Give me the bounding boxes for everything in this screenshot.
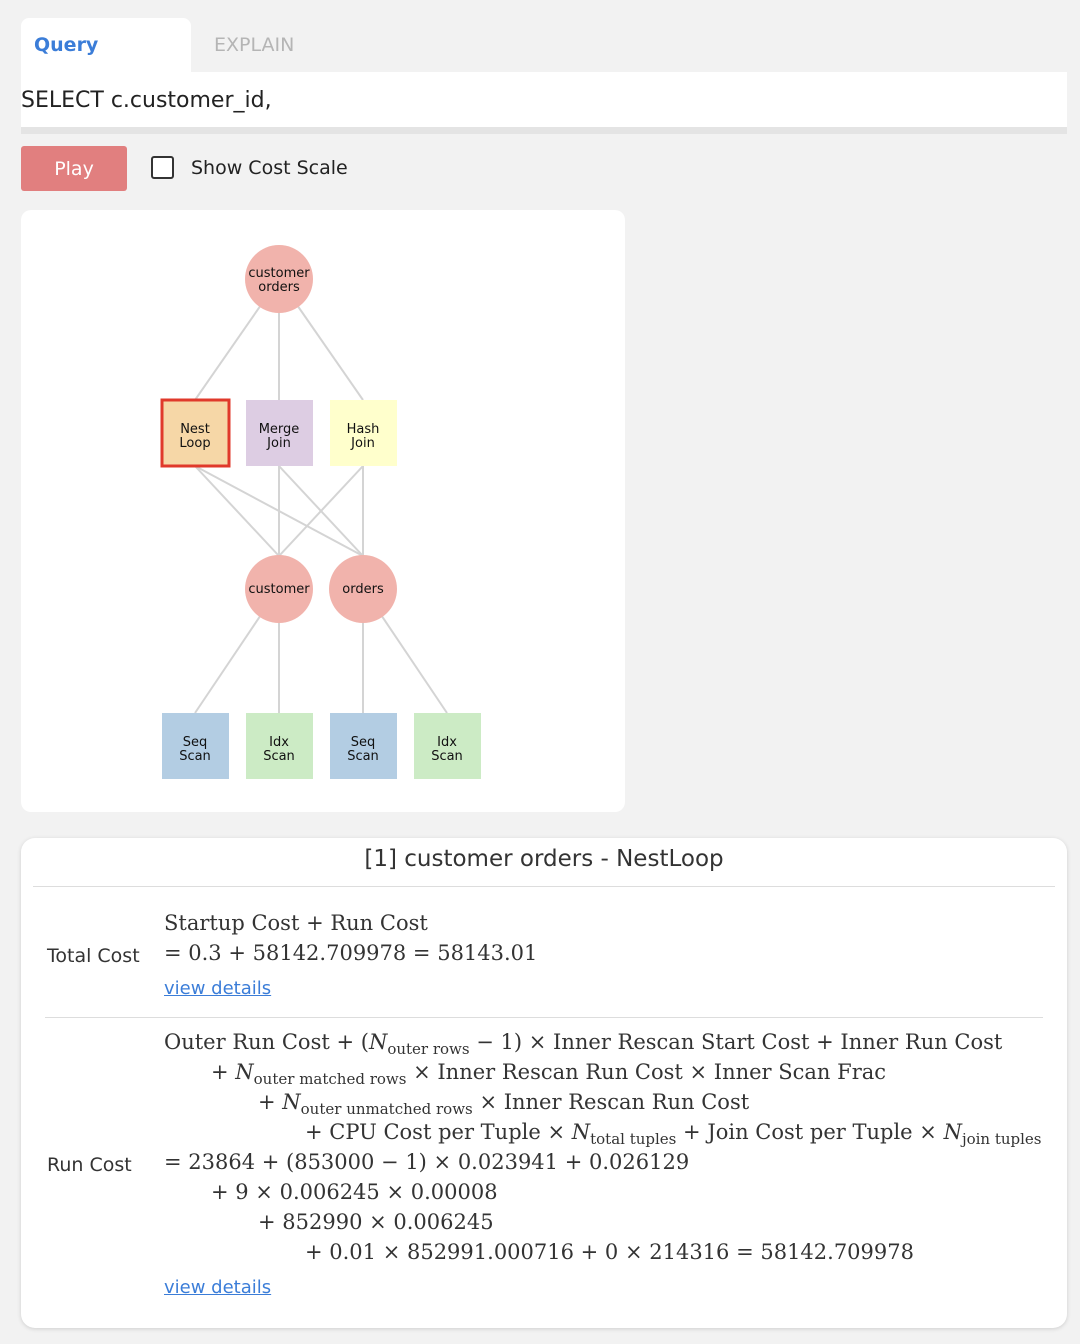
- cost-scale-toggle[interactable]: Show Cost Scale: [151, 156, 348, 179]
- title-divider: [33, 886, 1055, 887]
- formula-variable: N: [282, 1090, 301, 1114]
- formula-text: + Join Cost per Tuple ×: [676, 1120, 944, 1144]
- sql-query-text: SELECT c.customer_id,: [21, 88, 272, 113]
- formula-variable: N: [943, 1120, 962, 1144]
- total-cost-view-details-link[interactable]: view details: [164, 978, 272, 999]
- scan-node-customer-seq[interactable]: Seq Scan: [162, 713, 229, 779]
- join-node-label: Merge: [259, 422, 300, 437]
- scan-node-orders-idx[interactable]: Idx Scan: [414, 713, 481, 779]
- formula-variable: N: [368, 1030, 388, 1054]
- details-title: [1] customer orders - NestLoop: [364, 846, 724, 872]
- plan-edges: [194, 278, 448, 714]
- formula-text: Outer Run Cost + (: [164, 1030, 369, 1054]
- edge: [194, 465, 280, 557]
- run-cost-value-line-3: + 852990 × 0.006245: [258, 1210, 494, 1234]
- root-node-label: orders: [258, 280, 300, 295]
- join-node-nest-loop[interactable]: Nest Loop: [160, 398, 231, 468]
- cost-scale-label: Show Cost Scale: [191, 156, 348, 179]
- formula-subscript: join tuples: [961, 1130, 1042, 1148]
- relation-node-orders[interactable]: orders: [329, 555, 397, 623]
- join-node-label: Join: [350, 436, 375, 451]
- run-cost-view-details-link[interactable]: view details: [164, 1277, 272, 1298]
- formula-text: × Inner Rescan Run Cost × Inner Scan Fra…: [406, 1060, 887, 1084]
- scan-node-label: Seq: [351, 735, 376, 750]
- run-cost-label: Run Cost: [47, 1154, 132, 1176]
- formula-variable: N: [235, 1060, 254, 1084]
- sql-divider: [21, 127, 1067, 134]
- scan-node-label: Scan: [431, 749, 463, 764]
- scan-node-label: Idx: [437, 735, 457, 750]
- tab-bar: Query Planning EXPLAIN: [21, 18, 307, 110]
- relation-node-label: orders: [342, 582, 384, 597]
- formula-subscript: outer matched rows: [253, 1070, 407, 1088]
- plan-graph-panel: customer orders Nest Loop Merge Join Has…: [21, 210, 625, 812]
- join-node-label: Loop: [179, 436, 210, 451]
- scan-node-customer-idx[interactable]: Idx Scan: [246, 713, 313, 779]
- scan-node-label: Idx: [269, 735, 289, 750]
- run-cost-value-line-1: = 23864 + (853000 − 1) × 0.023941 + 0.02…: [164, 1150, 690, 1174]
- formula-text: +: [258, 1090, 283, 1114]
- edge: [278, 465, 364, 557]
- formula-variable: N: [571, 1120, 591, 1144]
- plan-graph: customer orders Nest Loop Merge Join Has…: [160, 245, 481, 779]
- relation-node-customer[interactable]: customer: [245, 555, 313, 623]
- relation-node-label: customer: [248, 582, 310, 597]
- formula-text: × Inner Rescan Run Cost: [472, 1090, 750, 1114]
- root-node-label: customer: [248, 266, 310, 281]
- scan-node-orders-seq[interactable]: Seq Scan: [330, 713, 397, 779]
- join-node-merge-join[interactable]: Merge Join: [246, 400, 313, 466]
- total-cost-label: Total Cost: [47, 945, 140, 967]
- formula-subscript: outer rows: [387, 1040, 470, 1058]
- tab-query-planning[interactable]: Query Planning: [21, 18, 191, 110]
- scan-node-label: Scan: [263, 749, 295, 764]
- formula-subscript: outer unmatched rows: [300, 1100, 473, 1118]
- join-node-label: Nest: [180, 422, 210, 437]
- join-node-label: Hash: [347, 422, 380, 437]
- run-cost-value-line-2: + 9 × 0.006245 × 0.00008: [211, 1180, 498, 1204]
- cost-scale-checkbox[interactable]: [151, 156, 174, 179]
- formula-text: +: [211, 1060, 236, 1084]
- scan-node-label: Scan: [179, 749, 211, 764]
- play-button[interactable]: Play: [21, 146, 127, 191]
- join-node-hash-join[interactable]: Hash Join: [330, 400, 397, 466]
- formula-text: + CPU Cost per Tuple ×: [305, 1120, 572, 1144]
- scan-node-label: Seq: [183, 735, 208, 750]
- row-divider: [45, 1017, 1043, 1018]
- run-cost-formula-line-2: + Nouter matched rows × Inner Rescan Run…: [211, 1060, 886, 1088]
- total-cost-formula: Startup Cost + Run Cost: [164, 911, 428, 935]
- formula-text: − 1) × Inner Rescan Start Cost + Inner R…: [469, 1030, 1003, 1054]
- total-cost-value: = 0.3 + 58142.709978 = 58143.01: [164, 941, 538, 965]
- sql-editor[interactable]: SELECT c.customer_id,: [21, 72, 1067, 134]
- run-cost-formula-line-1: Outer Run Cost + (Nouter rows − 1) × Inn…: [164, 1030, 1002, 1058]
- run-cost-value-line-4: + 0.01 × 852991.000716 + 0 × 214316 = 58…: [305, 1240, 914, 1264]
- join-node-label: Join: [266, 436, 291, 451]
- run-cost-formula-line-4: + CPU Cost per Tuple × Ntotal tuples + J…: [305, 1120, 1042, 1148]
- formula-subscript: total tuples: [590, 1130, 677, 1148]
- tab-explain[interactable]: EXPLAIN: [214, 34, 295, 56]
- run-cost-formula-line-3: + Nouter unmatched rows × Inner Rescan R…: [258, 1090, 749, 1118]
- scan-node-label: Scan: [347, 749, 379, 764]
- root-node[interactable]: customer orders: [245, 245, 313, 313]
- cost-details-card: [1] customer orders - NestLoop Total Cos…: [21, 838, 1067, 1328]
